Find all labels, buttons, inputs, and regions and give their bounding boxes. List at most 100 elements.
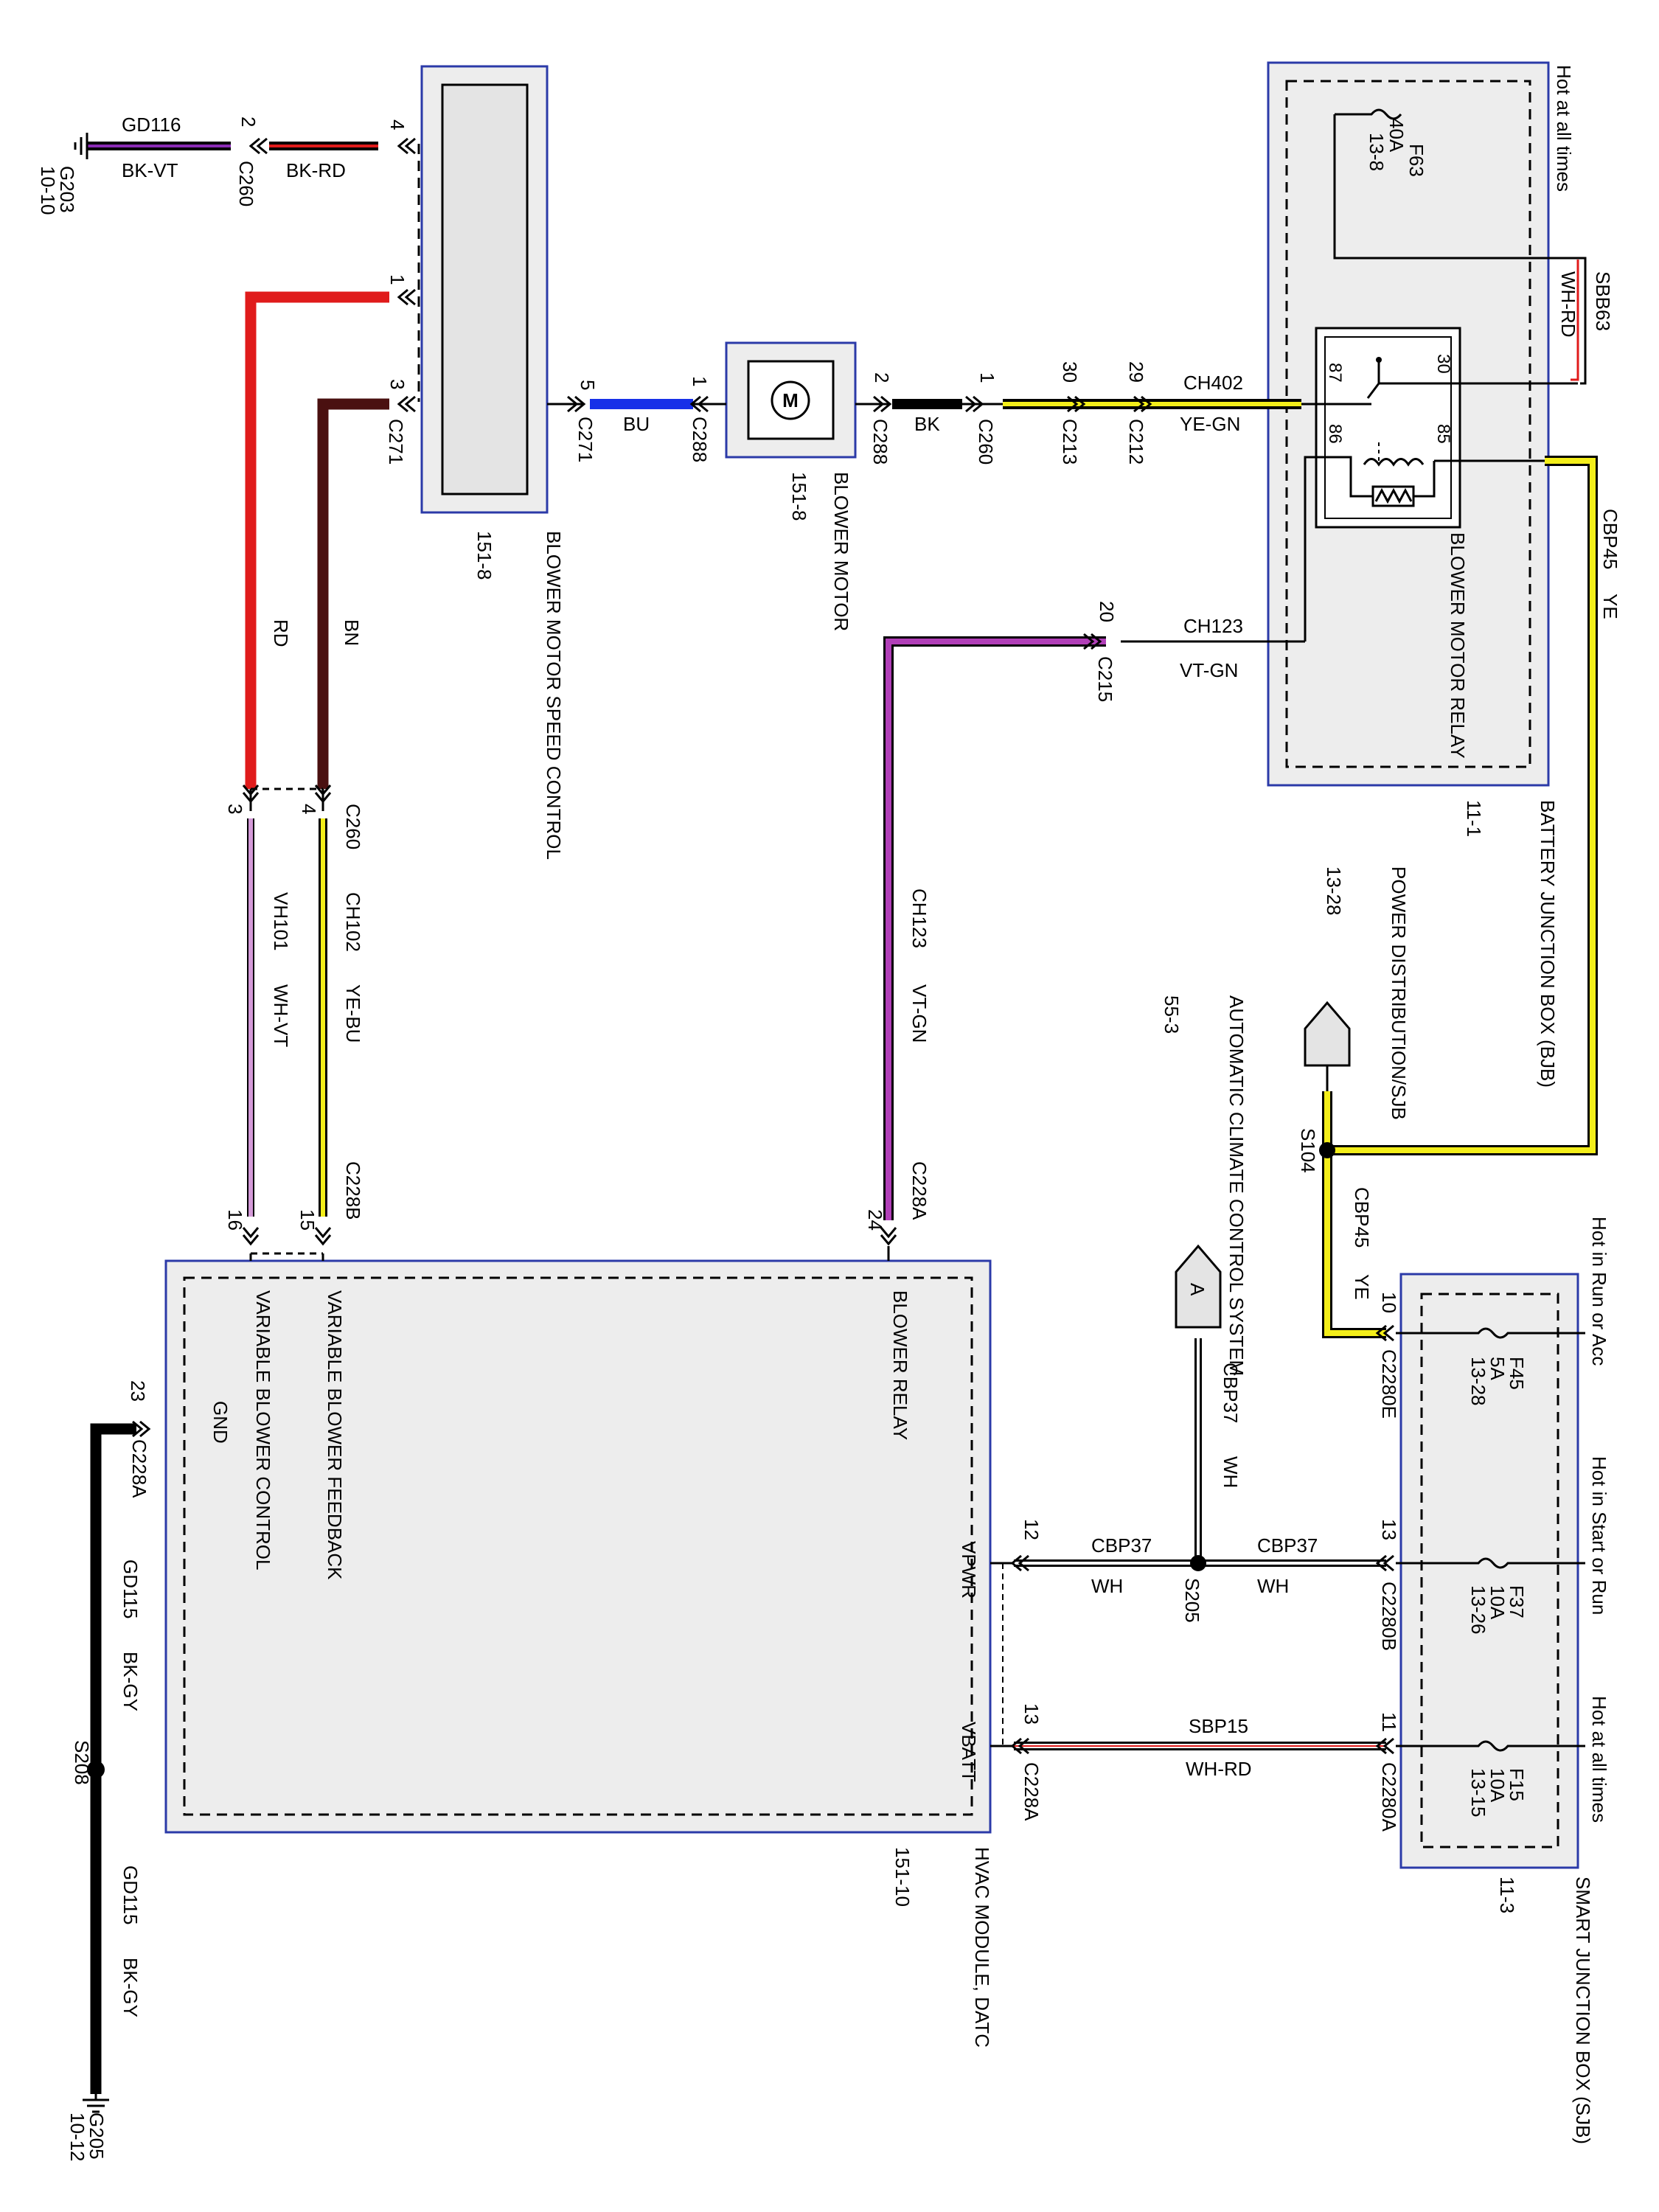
svg-text:AUTOMATIC CLIMATE CONTROL SYST: AUTOMATIC CLIMATE CONTROL SYSTEM (1225, 995, 1248, 1376)
relay-pin-87: 87 (1325, 363, 1345, 383)
wire-ch102-circuit: CH102 (342, 892, 364, 952)
c271-b-pin: 5 (577, 380, 599, 390)
hvac-pin-blower-relay: BLOWER RELAY (889, 1290, 911, 1440)
relay-86-lead (1304, 456, 1352, 641)
svg-text:C228B: C228B (342, 1161, 364, 1220)
blower-motor-speed-control (420, 65, 549, 514)
c2280a-pin: 11 (1378, 1712, 1400, 1732)
blower-motor-relay: 30 87 86 85 (1315, 327, 1461, 529)
c215-pin: 20 (1096, 601, 1118, 622)
fuse-f15-label: F15 10A 13-15 (1467, 1768, 1528, 1818)
c288-a-pin: 1 (689, 376, 711, 386)
c288-b-pin: 2 (871, 372, 893, 383)
relay-pin-85: 85 (1433, 424, 1453, 444)
svg-text:4: 4 (298, 804, 320, 814)
svg-text:3: 3 (224, 804, 246, 814)
relay-name-label: BLOWER MOTOR RELAY (1447, 532, 1469, 759)
splice-s208-label: S208 (71, 1740, 93, 1785)
wire-bn (317, 398, 389, 789)
fuse-f37-power: Hot in Start or Run (1588, 1456, 1610, 1615)
wire-bu (590, 399, 693, 409)
connector-marks (132, 137, 1394, 1755)
splice-s104-label: S104 (1297, 1128, 1319, 1173)
wire-ch123-circuit-vertical: CH123 (908, 888, 931, 948)
ground-g203-ref: 10-10 (37, 166, 59, 215)
wire-cbp45-color-lower: YE (1351, 1274, 1373, 1300)
wire-sbp15-color: WH-RD (1186, 1758, 1252, 1780)
wire-cbp45-color: YE (1599, 594, 1621, 619)
fuse-f45-power: Hot in Run or Acc (1588, 1217, 1610, 1366)
power-distribution-label: POWER DISTRIBUTION/SJB 13-28 (1323, 866, 1410, 1120)
c2280e-id: C2280E (1378, 1349, 1400, 1419)
c260-mid-id: C260 (975, 419, 997, 465)
splice-s208 (87, 1761, 105, 1778)
c228a-13-id: C228A (1020, 1762, 1043, 1821)
wire-cbp37-color-left: WH (1091, 1575, 1123, 1597)
svg-text:151-8: 151-8 (788, 472, 810, 521)
climate-control-connector-icon (1175, 1244, 1222, 1329)
c288-b-id: C288 (869, 419, 891, 465)
wire-cbp37-color-vertical: WH (1220, 1456, 1242, 1488)
c2280e-pin: 10 (1378, 1292, 1400, 1313)
bmsc-pin-3: 3 (386, 379, 408, 389)
c260-mid-pin: 1 (976, 372, 998, 383)
wire-cbp45 (1322, 456, 1598, 1338)
wire-vh101-color: WH-VT (270, 984, 292, 1047)
svg-text:11-3: 11-3 (1496, 1877, 1518, 1913)
svg-text:151-10: 151-10 (891, 1847, 914, 1907)
c271-b-id: C271 (574, 417, 597, 462)
c213-pin: 30 (1059, 361, 1081, 383)
svg-text:11-1: 11-1 (1463, 800, 1485, 837)
c212-id: C212 (1125, 419, 1147, 465)
svg-text:BATTERY JUNCTION BOX (BJB): BATTERY JUNCTION BOX (BJB) (1537, 800, 1559, 1088)
svg-text:151-8: 151-8 (473, 531, 495, 580)
power-distribution-connector-icon (1304, 1001, 1351, 1067)
ground-g205-ref: 10-12 (66, 2112, 88, 2162)
wire-ch123-circuit: CH123 (1183, 615, 1243, 637)
ground-g203-icon (74, 133, 88, 159)
hvac-pin-vbatt: VBATT (958, 1722, 980, 1782)
c228a-13-pin: 13 (1020, 1703, 1043, 1725)
relay-pin-30: 30 (1433, 354, 1453, 374)
wire-rd-color: RD (270, 619, 292, 647)
c271-a-id: C271 (385, 419, 407, 465)
svg-text:15: 15 (296, 1209, 319, 1231)
ground-g205-icon (83, 2094, 109, 2113)
hvac-pin-vpwr: VPWR (958, 1541, 980, 1599)
fuse-f37-icon (1438, 1557, 1585, 1569)
hvac-module (164, 1259, 992, 1834)
fuse-f15-icon (1438, 1740, 1585, 1752)
svg-text:13-26: 13-26 (1467, 1585, 1489, 1635)
wire-sbb63 (1333, 114, 1587, 385)
svg-text:55-3: 55-3 (1161, 995, 1183, 1034)
fuse-f45-label: F45 5A 13-28 (1467, 1357, 1528, 1406)
c260-top-pin: 2 (237, 116, 260, 127)
c260-low-label: C260 3 4 (224, 804, 364, 849)
wire-cbp45-circuit: CBP45 (1599, 509, 1621, 569)
wire-cbp37-circuit-vertical: CBP37 (1220, 1363, 1242, 1423)
wire-ch102-color: YE-BU (342, 984, 364, 1043)
wire-rd (245, 291, 389, 789)
fuse-f63-label: F63 40A 13-8 (1366, 118, 1427, 177)
relay-pin-86: 86 (1325, 424, 1345, 444)
svg-text:C260: C260 (342, 804, 364, 849)
wire-bk (892, 399, 962, 409)
c215-id: C215 (1094, 656, 1116, 702)
wire-sbb63-color: WH-RD (1557, 271, 1579, 338)
c228a-24-id: C228A (908, 1161, 931, 1220)
splice-s205-label: S205 (1181, 1578, 1203, 1623)
wire-gd115 (90, 1423, 136, 2094)
c228b-label: C228B 16 15 (224, 1161, 364, 1231)
wire-ch402 (1003, 399, 1301, 409)
svg-text:10A: 10A (1486, 1585, 1509, 1620)
wire-gd116-circuit: GD116 (122, 114, 181, 136)
relay-coil-icon (1363, 458, 1425, 467)
svg-text:BLOWER MOTOR SPEED CONTROL: BLOWER MOTOR SPEED CONTROL (543, 531, 565, 860)
c228a-12-pin: 12 (1020, 1519, 1043, 1540)
svg-text:13-28: 13-28 (1323, 866, 1345, 916)
sjb-label: SMART JUNCTION BOX (SJB) 11-3 (1496, 1877, 1594, 2144)
wire-gd115-circuit: GD115 (119, 1559, 142, 1618)
wire-bk-color: BK (914, 413, 940, 435)
svg-text:BLOWER MOTOR RELAY: BLOWER MOTOR RELAY (1447, 532, 1469, 759)
c260-top-id: C260 (235, 161, 257, 206)
